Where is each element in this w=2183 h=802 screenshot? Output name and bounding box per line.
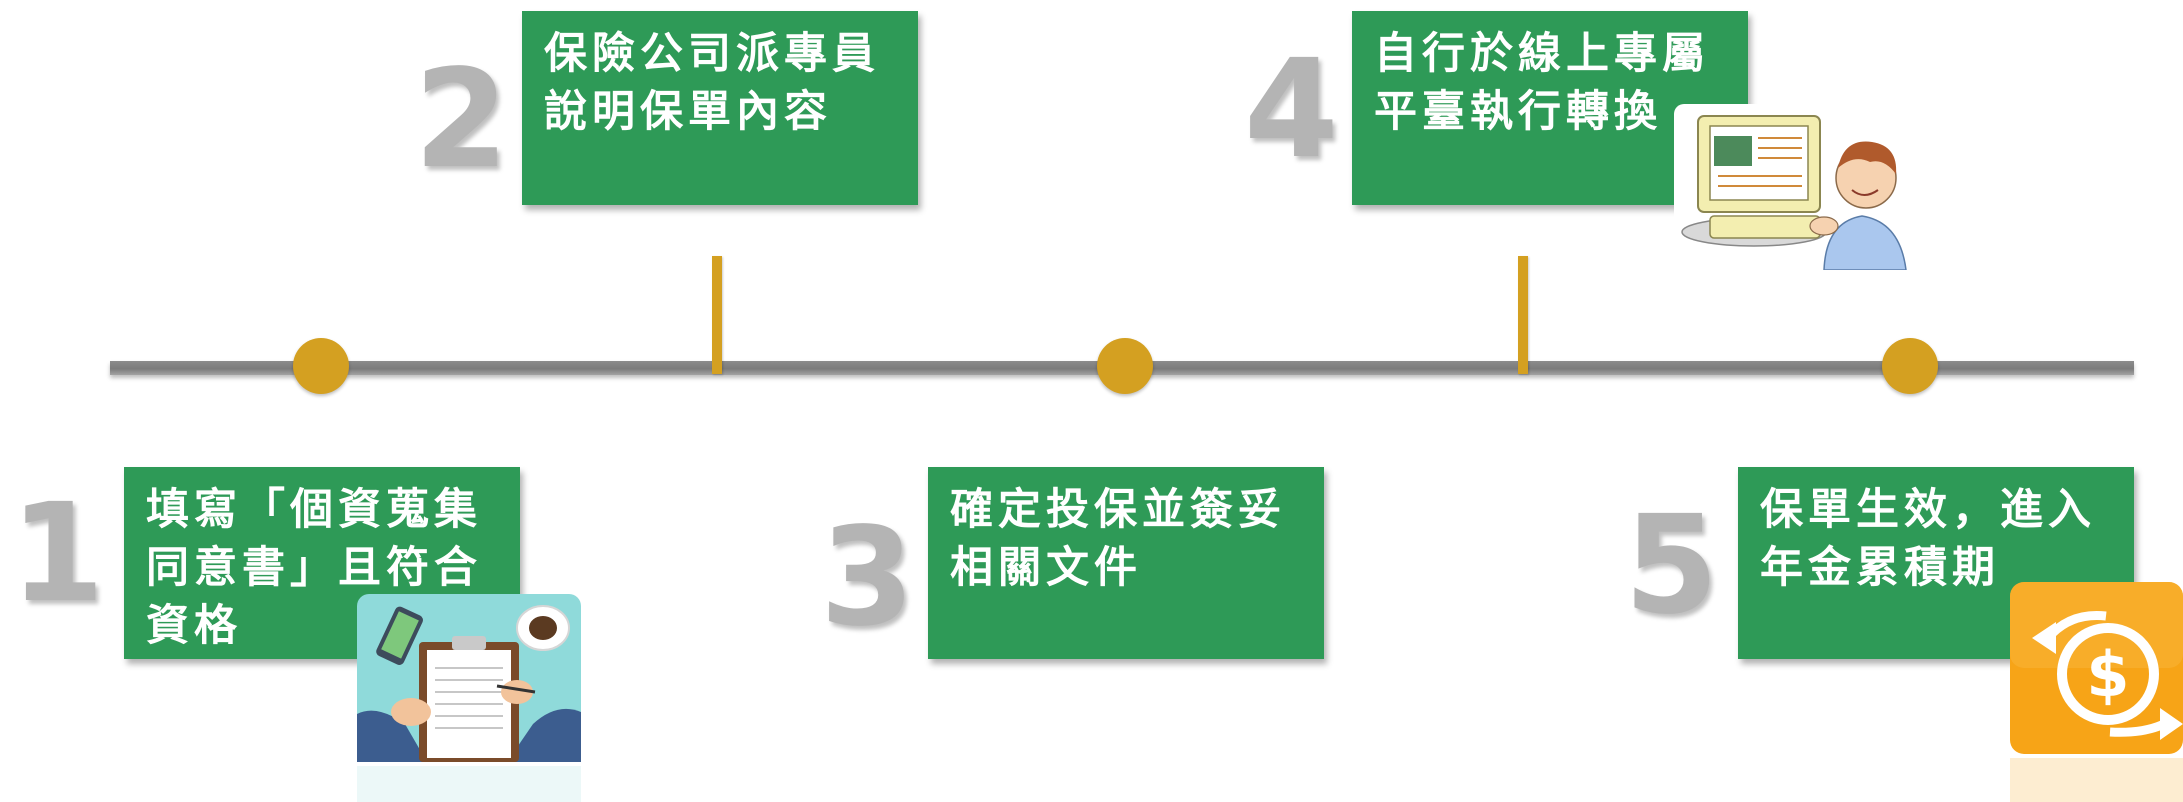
step-1-line-3: 資格	[146, 601, 242, 651]
timeline-tick-step-4	[1518, 256, 1528, 374]
step-3-line-2: 相關文件	[950, 543, 1142, 593]
step-3-line-1: 確定投保並簽妥	[950, 485, 1286, 535]
step-number-4: 4	[1244, 31, 1339, 189]
step-number-2: 2	[414, 41, 509, 199]
step-1-line-1: 填寫「個資蒐集	[146, 485, 482, 535]
step-5-line-1: 保單生效，進入	[1760, 485, 2096, 535]
step-2-line-2: 說明保單內容	[544, 87, 832, 137]
step-number-1: 1	[10, 475, 105, 633]
timeline-dot-step-3	[1097, 338, 1153, 394]
step-1-line-2: 同意書」且符合	[146, 543, 482, 593]
step-4-line-1: 自行於線上專屬	[1374, 29, 1710, 79]
money-exchange-icon: $	[2010, 582, 2183, 802]
svg-text:$: $	[2086, 638, 2129, 711]
timeline-dot-step-5	[1882, 338, 1938, 394]
clipboard-signing-icon	[357, 594, 581, 802]
computer-user-icon	[1674, 104, 1914, 270]
step-number-5: 5	[1624, 487, 1719, 645]
step-box-2: 保險公司派專員 說明保單內容	[522, 11, 918, 205]
step-number-3: 3	[820, 499, 915, 657]
timeline-tick-step-2	[712, 256, 722, 374]
step-2-line-1: 保險公司派專員	[544, 29, 880, 79]
step-5-line-2: 年金累積期	[1760, 543, 2000, 593]
timeline-dot-step-1	[293, 338, 349, 394]
step-4-line-2: 平臺執行轉換	[1374, 87, 1662, 137]
step-box-3: 確定投保並簽妥 相關文件	[928, 467, 1324, 659]
